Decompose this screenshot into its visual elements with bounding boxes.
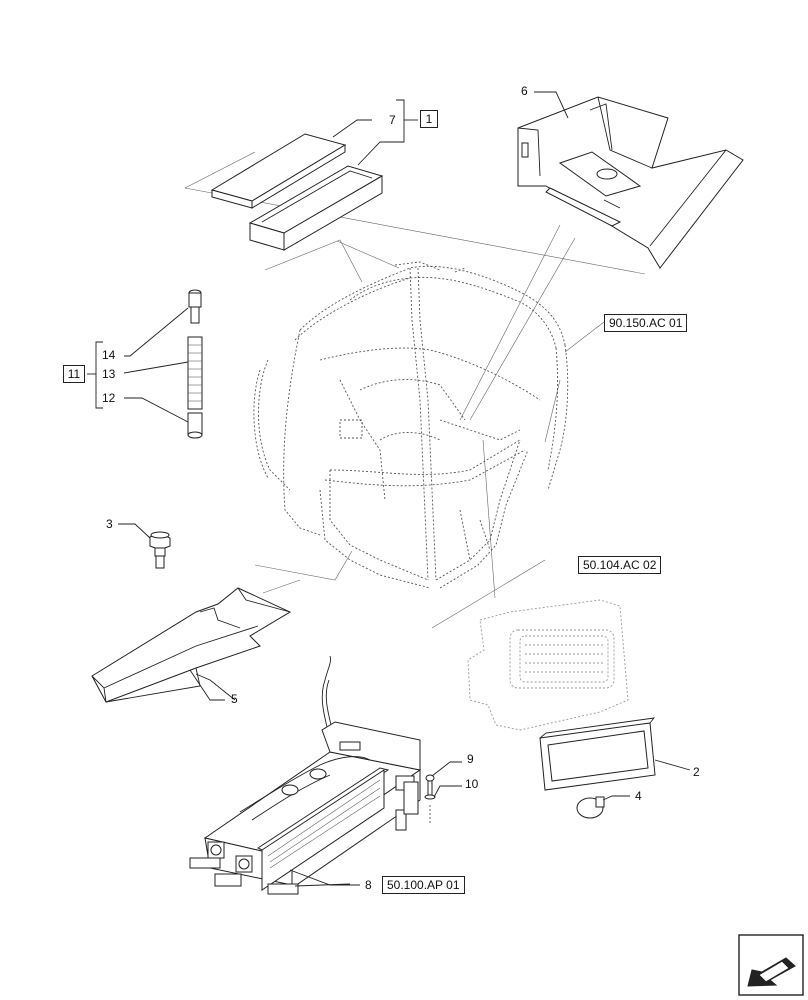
part-9-screw: [425, 761, 462, 796]
ref-50-104-ac-02[interactable]: 50.104.AC 02: [578, 556, 662, 574]
callout-2: 2: [693, 765, 700, 779]
callout-9: 9: [467, 752, 474, 766]
arrow-navigation-icon[interactable]: [738, 934, 804, 996]
callout-1: 1: [420, 110, 438, 128]
ref-50-100-ap-01[interactable]: 50.100.AP 01: [382, 876, 465, 894]
bracket-1: [332, 99, 418, 166]
callout-5: 5: [231, 692, 238, 706]
part-14-fitting: [188, 289, 202, 324]
part-1-tray: [248, 165, 384, 251]
callout-14: 14: [102, 348, 116, 362]
part-5-cover: [91, 587, 292, 703]
callout-4: 4: [635, 789, 642, 803]
callout-3: 3: [106, 517, 113, 531]
callout-6: 6: [521, 84, 528, 98]
callout-11: 11: [63, 365, 85, 383]
part-4-knob: [576, 795, 630, 819]
part-6-floor-mat: [517, 96, 744, 269]
part-3-bolt: [118, 523, 171, 569]
part-13-threaded-rod: [187, 336, 203, 410]
ref-90-150-ac-01[interactable]: 90.150.AC 01: [604, 314, 688, 332]
part-8-hvac-unit: [189, 655, 422, 895]
callout-12: 12: [102, 391, 116, 405]
callout-13: 13: [102, 367, 116, 381]
callout-8: 8: [365, 878, 372, 892]
vent-panel-ghost: [467, 599, 629, 731]
callout-7: 7: [389, 113, 396, 127]
part-12-nut: [187, 412, 203, 439]
callout-leaders: [189, 91, 569, 886]
part-7-panel: [210, 133, 347, 209]
callout-10: 10: [465, 777, 479, 791]
cab-frame: [253, 261, 569, 589]
bracket-11: [87, 307, 189, 423]
part-10-washer: [424, 785, 462, 825]
part-2-grille: [539, 717, 691, 791]
